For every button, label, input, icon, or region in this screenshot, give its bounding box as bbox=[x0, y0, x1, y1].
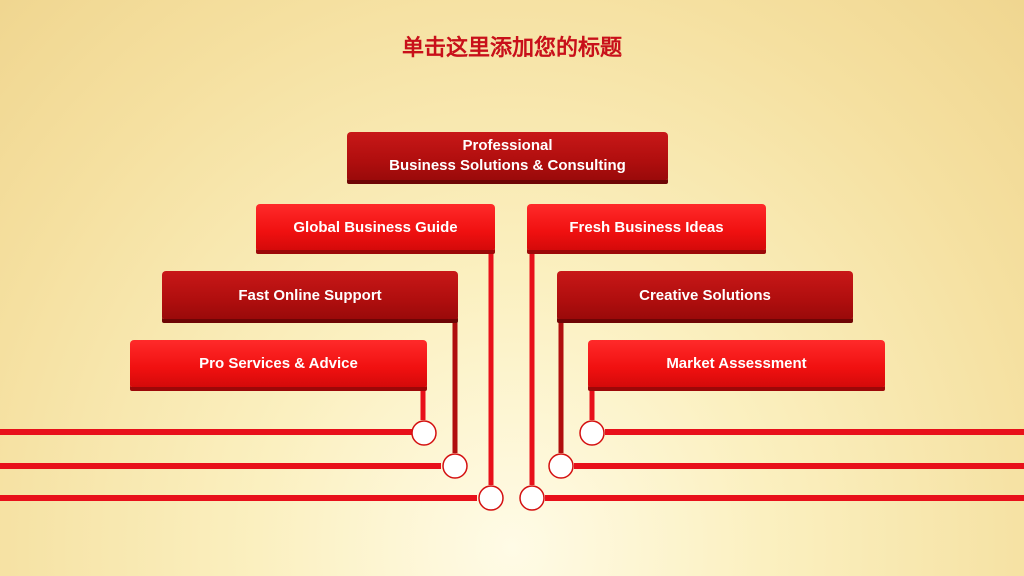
node-left-3 bbox=[478, 485, 504, 511]
box-label: Fresh Business Ideas bbox=[569, 218, 724, 236]
box-label: Pro Services & Advice bbox=[199, 355, 358, 372]
box-label: Fast Online Support bbox=[238, 286, 382, 304]
node-left-1 bbox=[411, 420, 437, 446]
box-label: Creative Solutions bbox=[639, 286, 771, 304]
top-box-line1: Professional bbox=[462, 137, 553, 154]
box-pro-services-advice: Pro Services & Advice bbox=[130, 340, 427, 387]
node-right-2 bbox=[548, 453, 574, 479]
node-right-1 bbox=[579, 420, 605, 446]
box-creative-solutions: Creative Solutions bbox=[557, 271, 853, 319]
box-market-assessment: Market Assessment bbox=[588, 340, 885, 387]
slide-title: 单击这里添加您的标题 bbox=[401, 36, 622, 61]
node-left-2 bbox=[442, 453, 468, 479]
box-fast-online-support: Fast Online Support bbox=[162, 271, 458, 319]
node-right-3 bbox=[519, 485, 545, 511]
box-label: Market Assessment bbox=[666, 355, 807, 372]
box-fresh-business-ideas: Fresh Business Ideas bbox=[527, 204, 766, 250]
box-label: Global Business Guide bbox=[293, 218, 458, 236]
top-box-line2: Business Solutions & Consulting bbox=[389, 157, 626, 174]
top-box: Professional Business Solutions & Consul… bbox=[347, 132, 668, 180]
box-global-business-guide: Global Business Guide bbox=[256, 204, 495, 250]
